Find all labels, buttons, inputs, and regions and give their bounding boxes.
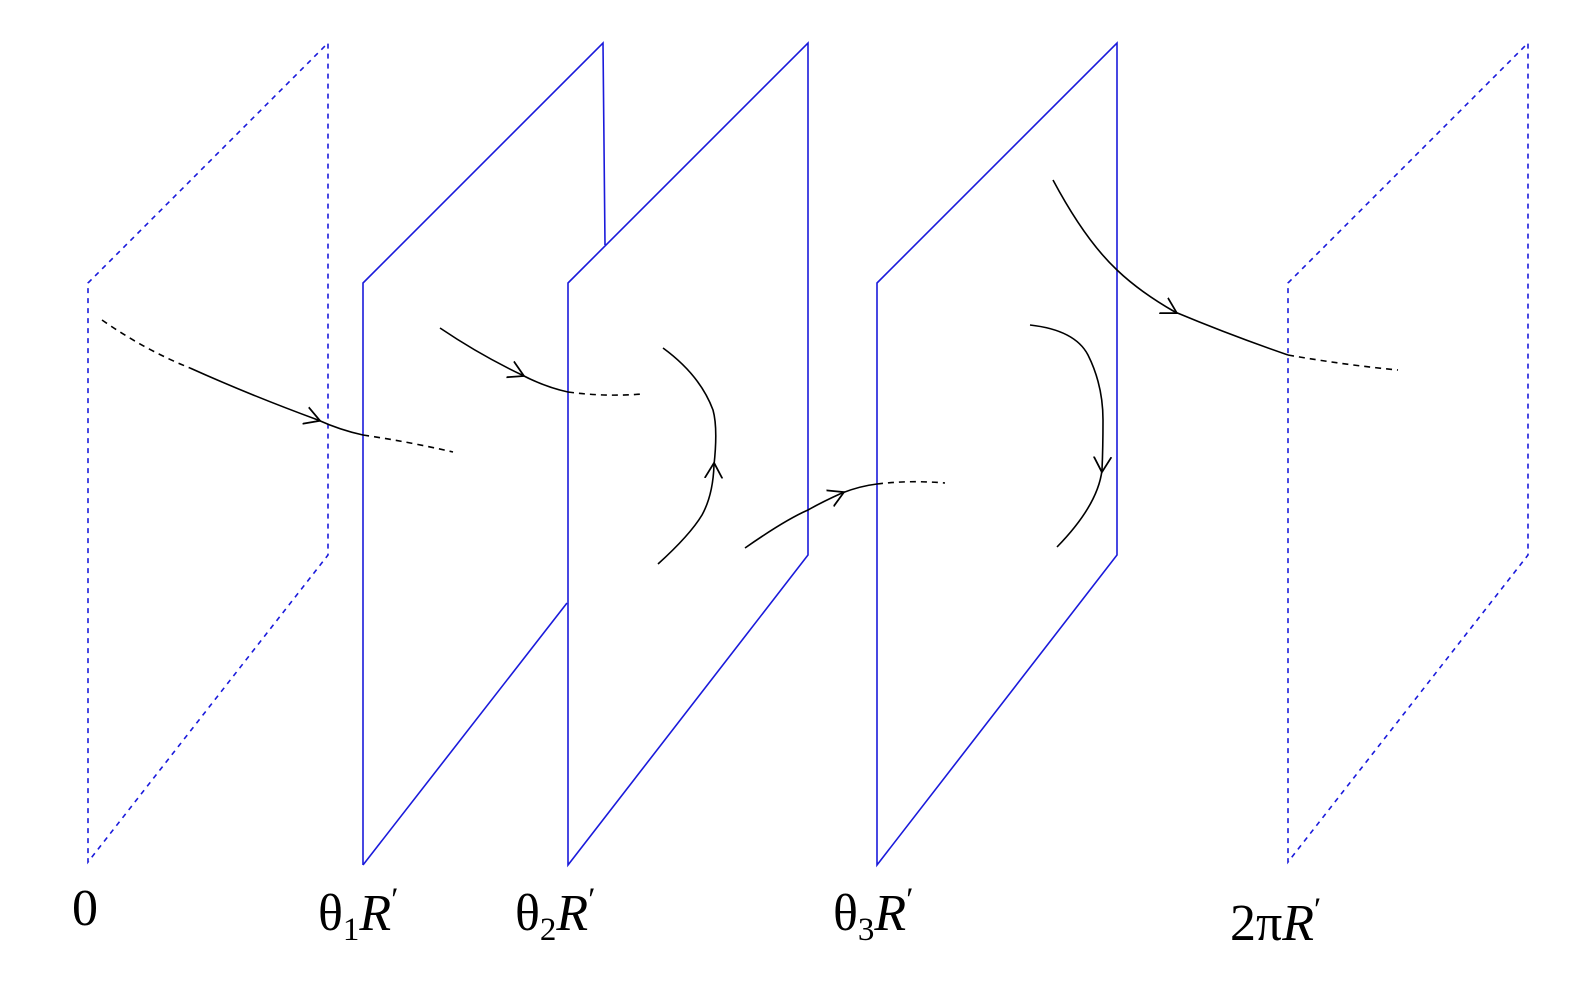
plane-theta3	[876, 41, 1118, 868]
label-2pi-var: R	[1281, 895, 1314, 952]
label-2pi: 2πR′	[1230, 892, 1321, 952]
plane-2pi	[1287, 41, 1529, 865]
label-theta2-sub: 2	[540, 912, 557, 948]
label-theta2-main: θ	[515, 885, 540, 942]
plane-theta3-outline	[876, 41, 1118, 868]
label-0-main: 0	[72, 880, 98, 937]
label-theta3: θ3R′	[833, 882, 913, 948]
label-theta3-prime: ′	[906, 882, 913, 918]
plane-0-outline	[87, 41, 329, 865]
label-theta1: θ1R′	[318, 882, 398, 948]
label-2pi-main: 2π	[1230, 895, 1282, 952]
label-2pi-prime: ′	[1314, 892, 1321, 928]
path-segment-1	[101, 319, 454, 453]
label-theta1-prime: ′	[391, 882, 398, 918]
label-theta2-prime: ′	[588, 882, 595, 918]
plane-0	[87, 41, 329, 865]
label-theta3-sub: 3	[858, 912, 875, 948]
label-0: 0	[72, 880, 98, 937]
path-segment-6	[1052, 179, 1399, 371]
plane-theta2	[567, 41, 809, 868]
plane-2pi-outline	[1287, 41, 1529, 865]
plane-theta1-bottom-edge	[362, 602, 568, 866]
plane-theta1	[362, 41, 606, 866]
path-segment-5	[1029, 324, 1103, 548]
path-segment-2	[439, 327, 643, 396]
label-theta3-var: R	[873, 885, 906, 942]
plane-theta1-left-top	[362, 41, 606, 865]
plane-theta2-outline	[567, 41, 809, 868]
svg-text:2πR′: 2πR′	[1230, 892, 1321, 952]
svg-text:θ2R′: θ2R′	[515, 882, 595, 948]
svg-text:θ1R′: θ1R′	[318, 882, 398, 948]
svg-text:θ3R′: θ3R′	[833, 882, 913, 948]
label-theta1-var: R	[358, 885, 391, 942]
label-theta2-var: R	[555, 885, 588, 942]
label-theta1-main: θ	[318, 885, 343, 942]
label-theta2: θ2R′	[515, 882, 595, 948]
path-segment-3	[657, 347, 716, 565]
label-theta3-main: θ	[833, 885, 858, 942]
label-theta1-sub: 1	[343, 912, 360, 948]
path-segment-4	[744, 480, 946, 549]
svg-text:0: 0	[72, 880, 98, 937]
